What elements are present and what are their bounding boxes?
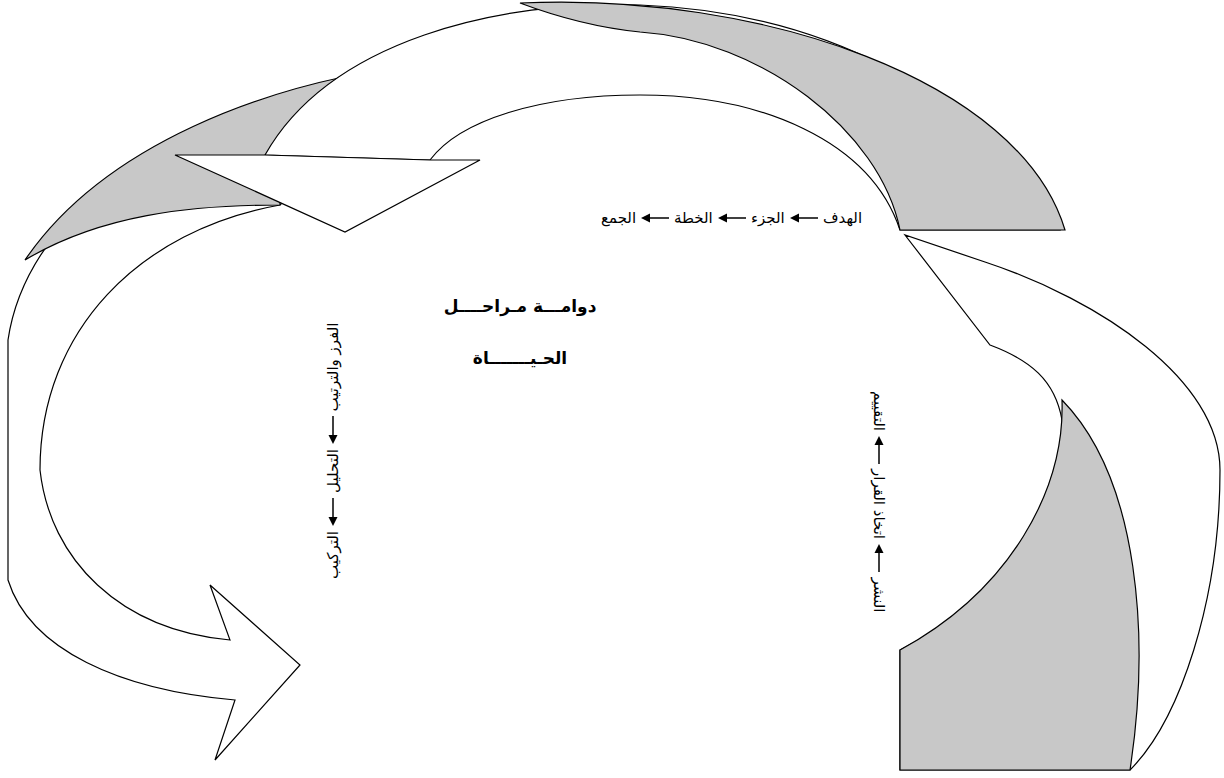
stage-label: اتخاذ القرار — [870, 469, 888, 539]
step-arrow-head — [329, 435, 338, 444]
stage-label: الجمع — [601, 209, 636, 227]
step-arrow-head — [875, 436, 884, 445]
stage-label: التحليل — [324, 449, 342, 493]
stage-label: الفرز والترتيب — [324, 322, 342, 411]
right-band-shade — [900, 400, 1139, 770]
step-arrow-head — [875, 544, 884, 553]
step-arrow-head — [718, 214, 727, 223]
step-arrow-line — [799, 217, 818, 219]
step-arrow-line — [727, 217, 746, 219]
step-arrow-line — [878, 445, 880, 464]
step-arrow-line — [878, 553, 880, 572]
step-arrow-head — [790, 214, 799, 223]
step-arrow-line — [332, 498, 334, 517]
step-arrow-line — [332, 416, 334, 435]
stage-label: الخطة — [674, 209, 713, 227]
stage-label: النشر — [870, 577, 888, 612]
step-arrow-head — [329, 517, 338, 526]
diagram-title: دوامـــة مـراحــــل الحـيـــــــاة — [435, 280, 605, 384]
stage-label: التقييم — [870, 391, 888, 431]
right-band — [900, 235, 1220, 770]
stage-label: الجزء — [751, 209, 785, 227]
top-arrowhead — [175, 155, 480, 232]
stage-label: التركيب — [324, 531, 342, 579]
step-arrow-head — [641, 214, 650, 223]
top-arch-shade — [520, 2, 1065, 230]
step-arrow-line — [650, 217, 669, 219]
stage-label: الهدف — [823, 209, 862, 227]
